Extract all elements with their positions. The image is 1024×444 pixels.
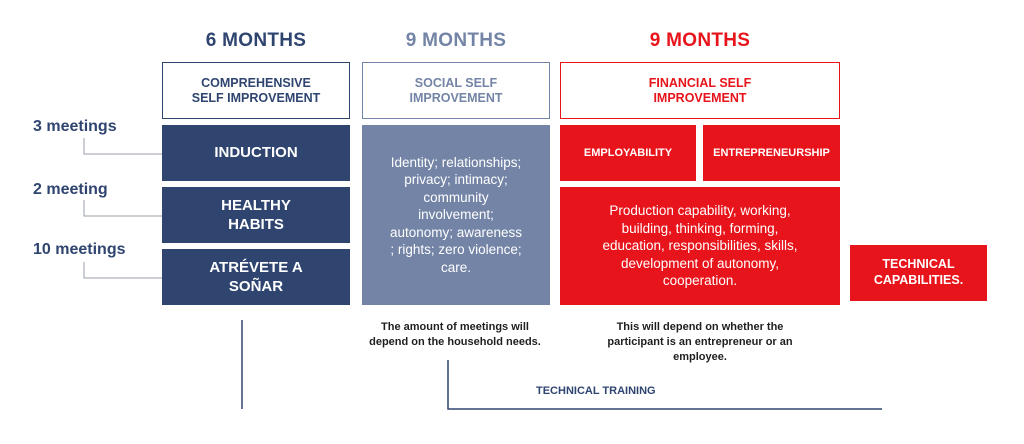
header-9-months-social: 9 MONTHS [405,30,507,51]
meeting-label-induction: 3 meetings [33,118,117,135]
social-self-improvement-box: SOCIAL SELF IMPROVEMENT [362,62,550,119]
technical-capabilities-block: TECHNICAL CAPABILITIES. [850,245,987,301]
healthy-habits-block: HEALTHY HABITS [162,187,350,243]
induction-block: INDUCTION [162,125,350,181]
comprehensive-self-improvement-box: COMPREHENSIVE SELF IMPROVEMENT [162,62,350,119]
header-6-months: 6 MONTHS [205,30,307,51]
meeting-connector-2 [83,200,162,217]
employability-block: EMPLOYABILITY [560,125,696,181]
meeting-label-healthy-habits: 2 meeting [33,181,108,198]
technical-training-line [447,360,882,410]
social-meetings-note: The amount of meetings will depend on th… [369,321,541,348]
meeting-connector-3 [83,262,162,279]
financial-self-improvement-box: FINANCIAL SELF IMPROVEMENT [560,62,840,119]
meeting-label-atrevete: 10 meetings [33,241,126,258]
social-topics-block: Identity; relationships; privacy; intima… [362,125,550,305]
entrepreneurship-block: ENTREPRENEURSHIP [703,125,840,181]
financial-topics-block: Production capability, working, building… [560,187,840,305]
header-9-months-financial: 9 MONTHS [649,30,751,51]
atrevete-a-sonar-block: ATRÉVETE A SOÑAR [162,249,350,305]
meeting-connector-1 [83,138,162,155]
technical-training-label: TECHNICAL TRAINING [536,385,656,397]
financial-dependency-note: This will depend on whether the particip… [607,321,793,363]
